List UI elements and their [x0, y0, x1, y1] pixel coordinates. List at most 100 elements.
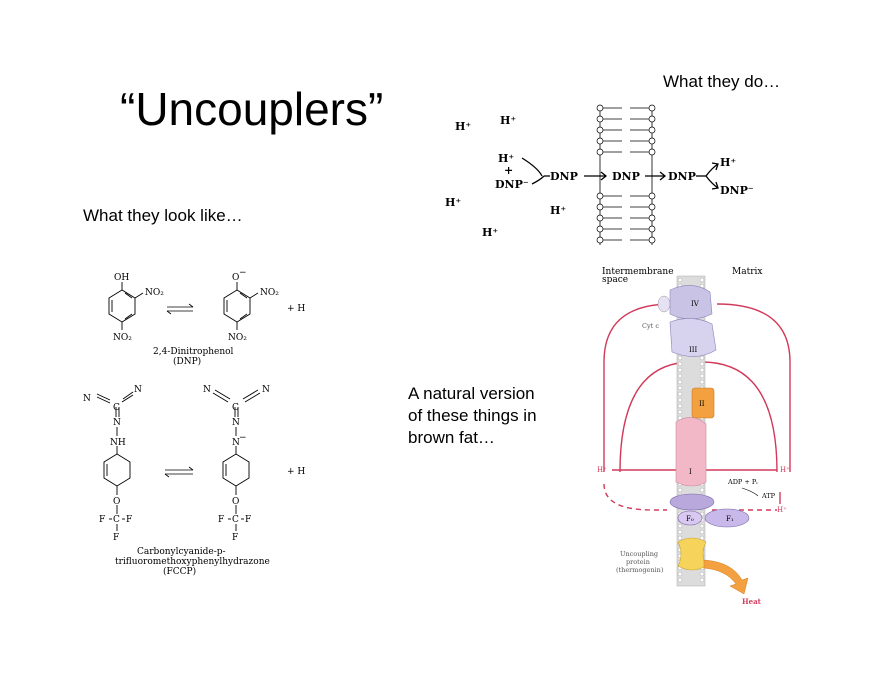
- hplus-7: H⁺: [720, 156, 736, 169]
- f-label-5: F: [245, 515, 251, 525]
- atp-synthase-fo: [669, 493, 715, 511]
- brown-fat-mitochondria-figure: Intermembrane space Matrix H⁺ H⁺ H⁺ IV C…: [597, 267, 791, 606]
- dnp-abbr: (DNP): [173, 356, 201, 367]
- f-label-2: F: [126, 515, 132, 525]
- membrane-lipid: [699, 355, 705, 361]
- plus-sign: +: [504, 164, 513, 177]
- n-label-5: N: [262, 385, 270, 395]
- no2-label-4: NO₂: [228, 333, 247, 343]
- membrane-lipid: [699, 361, 705, 367]
- atp-label: ATP: [761, 492, 776, 500]
- lipid-head: [596, 225, 604, 233]
- c-label-2: C: [113, 515, 120, 525]
- membrane-lipid: [699, 367, 705, 373]
- intermembrane-label-1: Intermembrane: [602, 267, 674, 277]
- fccp-name-1: Carbonylcyanide-p-: [137, 547, 226, 557]
- membrane-lipid: [677, 409, 683, 415]
- membrane-lipid: [699, 523, 705, 529]
- membrane-lipid: [677, 535, 683, 541]
- lipid-head: [596, 137, 604, 145]
- membrane-lipid: [677, 529, 683, 535]
- complex-i-label: I: [689, 468, 692, 476]
- membrane-lipid: [699, 529, 705, 535]
- lipid-head: [648, 137, 656, 145]
- membrane-lipid: [677, 577, 683, 583]
- hplus-1: H⁺: [455, 120, 471, 133]
- lipid-head: [596, 192, 604, 200]
- membrane-lipid: [699, 571, 705, 577]
- membrane-lipid: [677, 355, 683, 361]
- o-label-2: O: [232, 497, 239, 507]
- hplus-3: H⁺: [498, 152, 514, 165]
- no2-label-2: NO₂: [113, 333, 132, 343]
- nh-label: NH: [110, 438, 126, 448]
- dnp-minus-2: DNP⁻: [720, 184, 754, 197]
- complex-iii: [669, 318, 717, 357]
- dnp-name: 2,4-Dinitrophenol: [153, 347, 234, 357]
- uncoupler-structures-figure: OH NO₂ NO₂ O − NO₂ NO₂ + H 2,4-Dinitroph…: [83, 268, 305, 577]
- lipid-head: [648, 148, 656, 156]
- no2-label-1: NO₂: [145, 288, 164, 298]
- membrane-lipid: [677, 373, 683, 379]
- membrane-lipid: [699, 577, 705, 583]
- complex-iv-label: IV: [691, 300, 700, 308]
- lipid-head: [596, 236, 604, 244]
- membrane-lipid: [677, 571, 683, 577]
- oh-label: OH: [114, 273, 129, 283]
- membrane-lipid: [699, 373, 705, 379]
- lipid-head: [648, 236, 656, 244]
- membrane-lipid: [677, 361, 683, 367]
- hplus-right-label-1: H⁺: [780, 466, 790, 474]
- heat-arrow: [703, 559, 749, 595]
- intermembrane-label-2: space: [602, 275, 628, 285]
- hplus-6: H⁺: [482, 226, 498, 239]
- ucp-label-2: protein: [626, 558, 650, 566]
- n-label-2: N: [134, 385, 142, 395]
- complex-ii-label: II: [699, 400, 705, 408]
- f1-label: F₁: [726, 515, 734, 523]
- c-label-3: C: [232, 403, 239, 413]
- n-label-1: N: [83, 394, 91, 404]
- uncoupling-protein: [677, 537, 707, 571]
- cytochrome-c: [657, 295, 671, 313]
- lipid-head: [596, 148, 604, 156]
- plus-h-label-1: + H: [287, 304, 305, 314]
- f-label-6: F: [232, 533, 238, 543]
- hplus-4: H⁺: [445, 196, 461, 209]
- natural-line-3: brown fat…: [408, 428, 495, 447]
- no2-label-3: NO₂: [260, 288, 279, 298]
- hplus-left-label: H⁺: [597, 466, 607, 474]
- membrane-lipid: [677, 403, 683, 409]
- atp-synthase-f1: [704, 508, 750, 528]
- nminus-label: N: [232, 438, 240, 448]
- lipid-head: [648, 192, 656, 200]
- natural-line-2: of these things in: [408, 406, 537, 425]
- lipid-head: [648, 104, 656, 112]
- cytc-label: Cyt c: [642, 322, 659, 330]
- natural-line-1: A natural version: [408, 384, 535, 403]
- dnp-minus-1: DNP⁻: [495, 178, 529, 191]
- fo-label: F₀: [686, 515, 694, 523]
- slide-title: “Uncouplers”: [120, 83, 384, 135]
- membrane-lipid: [677, 397, 683, 403]
- fccp-abbr: (FCCP): [163, 566, 196, 577]
- lipid-head: [596, 203, 604, 211]
- lipid-head: [648, 203, 656, 211]
- membrane-lipid: [677, 523, 683, 529]
- n-label-6: N: [232, 418, 240, 428]
- c-label-1: C: [113, 403, 120, 413]
- n-label-3: N: [113, 418, 121, 428]
- f-label-4: F: [218, 515, 224, 525]
- ominus-label: O: [232, 273, 239, 283]
- lipid-head: [648, 225, 656, 233]
- membrane-lipid: [677, 391, 683, 397]
- membrane-lipid: [677, 487, 683, 493]
- c-label-4: C: [232, 515, 239, 525]
- complex-i: [675, 417, 707, 487]
- hplus-right-label-2: H⁺: [777, 506, 787, 514]
- matrix-label: Matrix: [732, 267, 762, 277]
- f-label-1: F: [99, 515, 105, 525]
- ominus-charge: −: [239, 268, 247, 278]
- complex-iii-label: III: [689, 346, 698, 354]
- hplus-5: H⁺: [550, 204, 566, 217]
